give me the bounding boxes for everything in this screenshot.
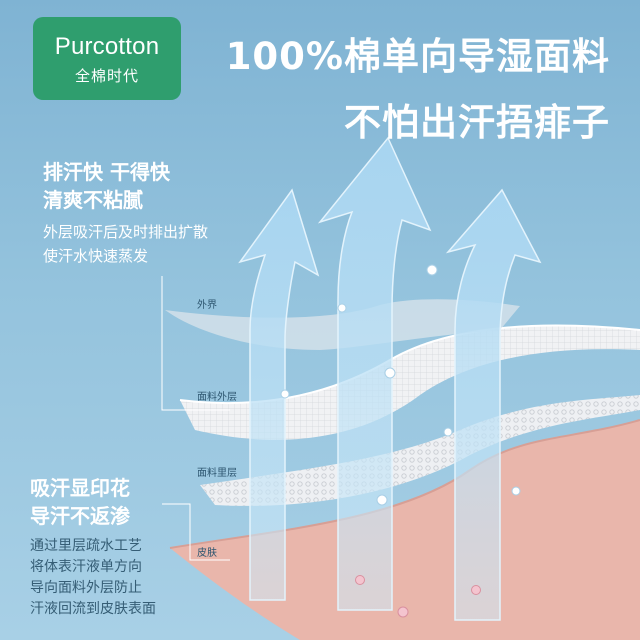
arrow-left-icon: [238, 188, 320, 601]
water-droplets: [280, 264, 521, 506]
logo-brand-text: Purcotton: [54, 33, 160, 60]
feature-wicking-desc-3: 导向面料外层防止: [30, 580, 142, 596]
layer-label-skin: 皮肤: [197, 548, 217, 559]
feature-quick-dry-title-1: 排汗快 干得快: [43, 160, 170, 184]
feature-quick-dry: 排汗快 干得快 清爽不粘腻 外层吸汗后及时排出扩散 使汗水快速蒸发: [43, 158, 208, 268]
feature-wicking-desc-2: 将体表汗液单方向: [30, 559, 142, 575]
arrow-right-icon: [445, 188, 542, 621]
inner-fabric-layer: [200, 395, 640, 506]
logo-subtitle: 全棉时代: [74, 67, 139, 85]
outer-fabric-layer: [180, 325, 640, 440]
layer-label-outside: 外界: [197, 300, 217, 311]
feature-wicking-title-2: 导汗不返渗: [30, 504, 130, 528]
feature-quick-dry-title-2: 清爽不粘腻: [43, 188, 143, 212]
layer-label-outer-fabric: 面料外层: [197, 392, 237, 403]
arrow-center-icon: [317, 136, 432, 611]
feature-wicking-title-1: 吸汗显印花: [30, 476, 130, 500]
feature-one-way-wicking: 吸汗显印花 导汗不返渗 通过里层疏水工艺 将体表汗液单方向 导向面料外层防止 汗…: [30, 474, 156, 620]
callout-lines: [161, 276, 230, 561]
feature-wicking-desc-4: 汗液回流到皮肤表面: [30, 601, 156, 617]
feature-quick-dry-desc-1: 外层吸汗后及时排出扩散: [43, 223, 209, 241]
skin-layer: [170, 420, 640, 640]
feature-quick-dry-desc-2: 使汗水快速蒸发: [43, 247, 149, 265]
headline: 100%棉单向导湿面料 不怕出汗捂痱子: [226, 26, 610, 146]
headline-line-1: 100%棉单向导湿面料: [225, 35, 610, 78]
headline-line-2: 不怕出汗捂痱子: [344, 101, 610, 144]
purcotton-logo: Purcotton 全棉时代: [33, 17, 181, 100]
feature-wicking-desc: 通过里层疏水工艺 将体表汗液单方向 导向面料外层防止 汗液回流到皮肤表面: [30, 536, 156, 620]
sweat-droplets: [355, 575, 481, 618]
feature-quick-dry-desc: 外层吸汗后及时排出扩散 使汗水快速蒸发: [43, 220, 208, 268]
feature-wicking-desc-1: 通过里层疏水工艺: [30, 538, 142, 554]
layer-label-inner-fabric: 面料里层: [197, 468, 237, 479]
